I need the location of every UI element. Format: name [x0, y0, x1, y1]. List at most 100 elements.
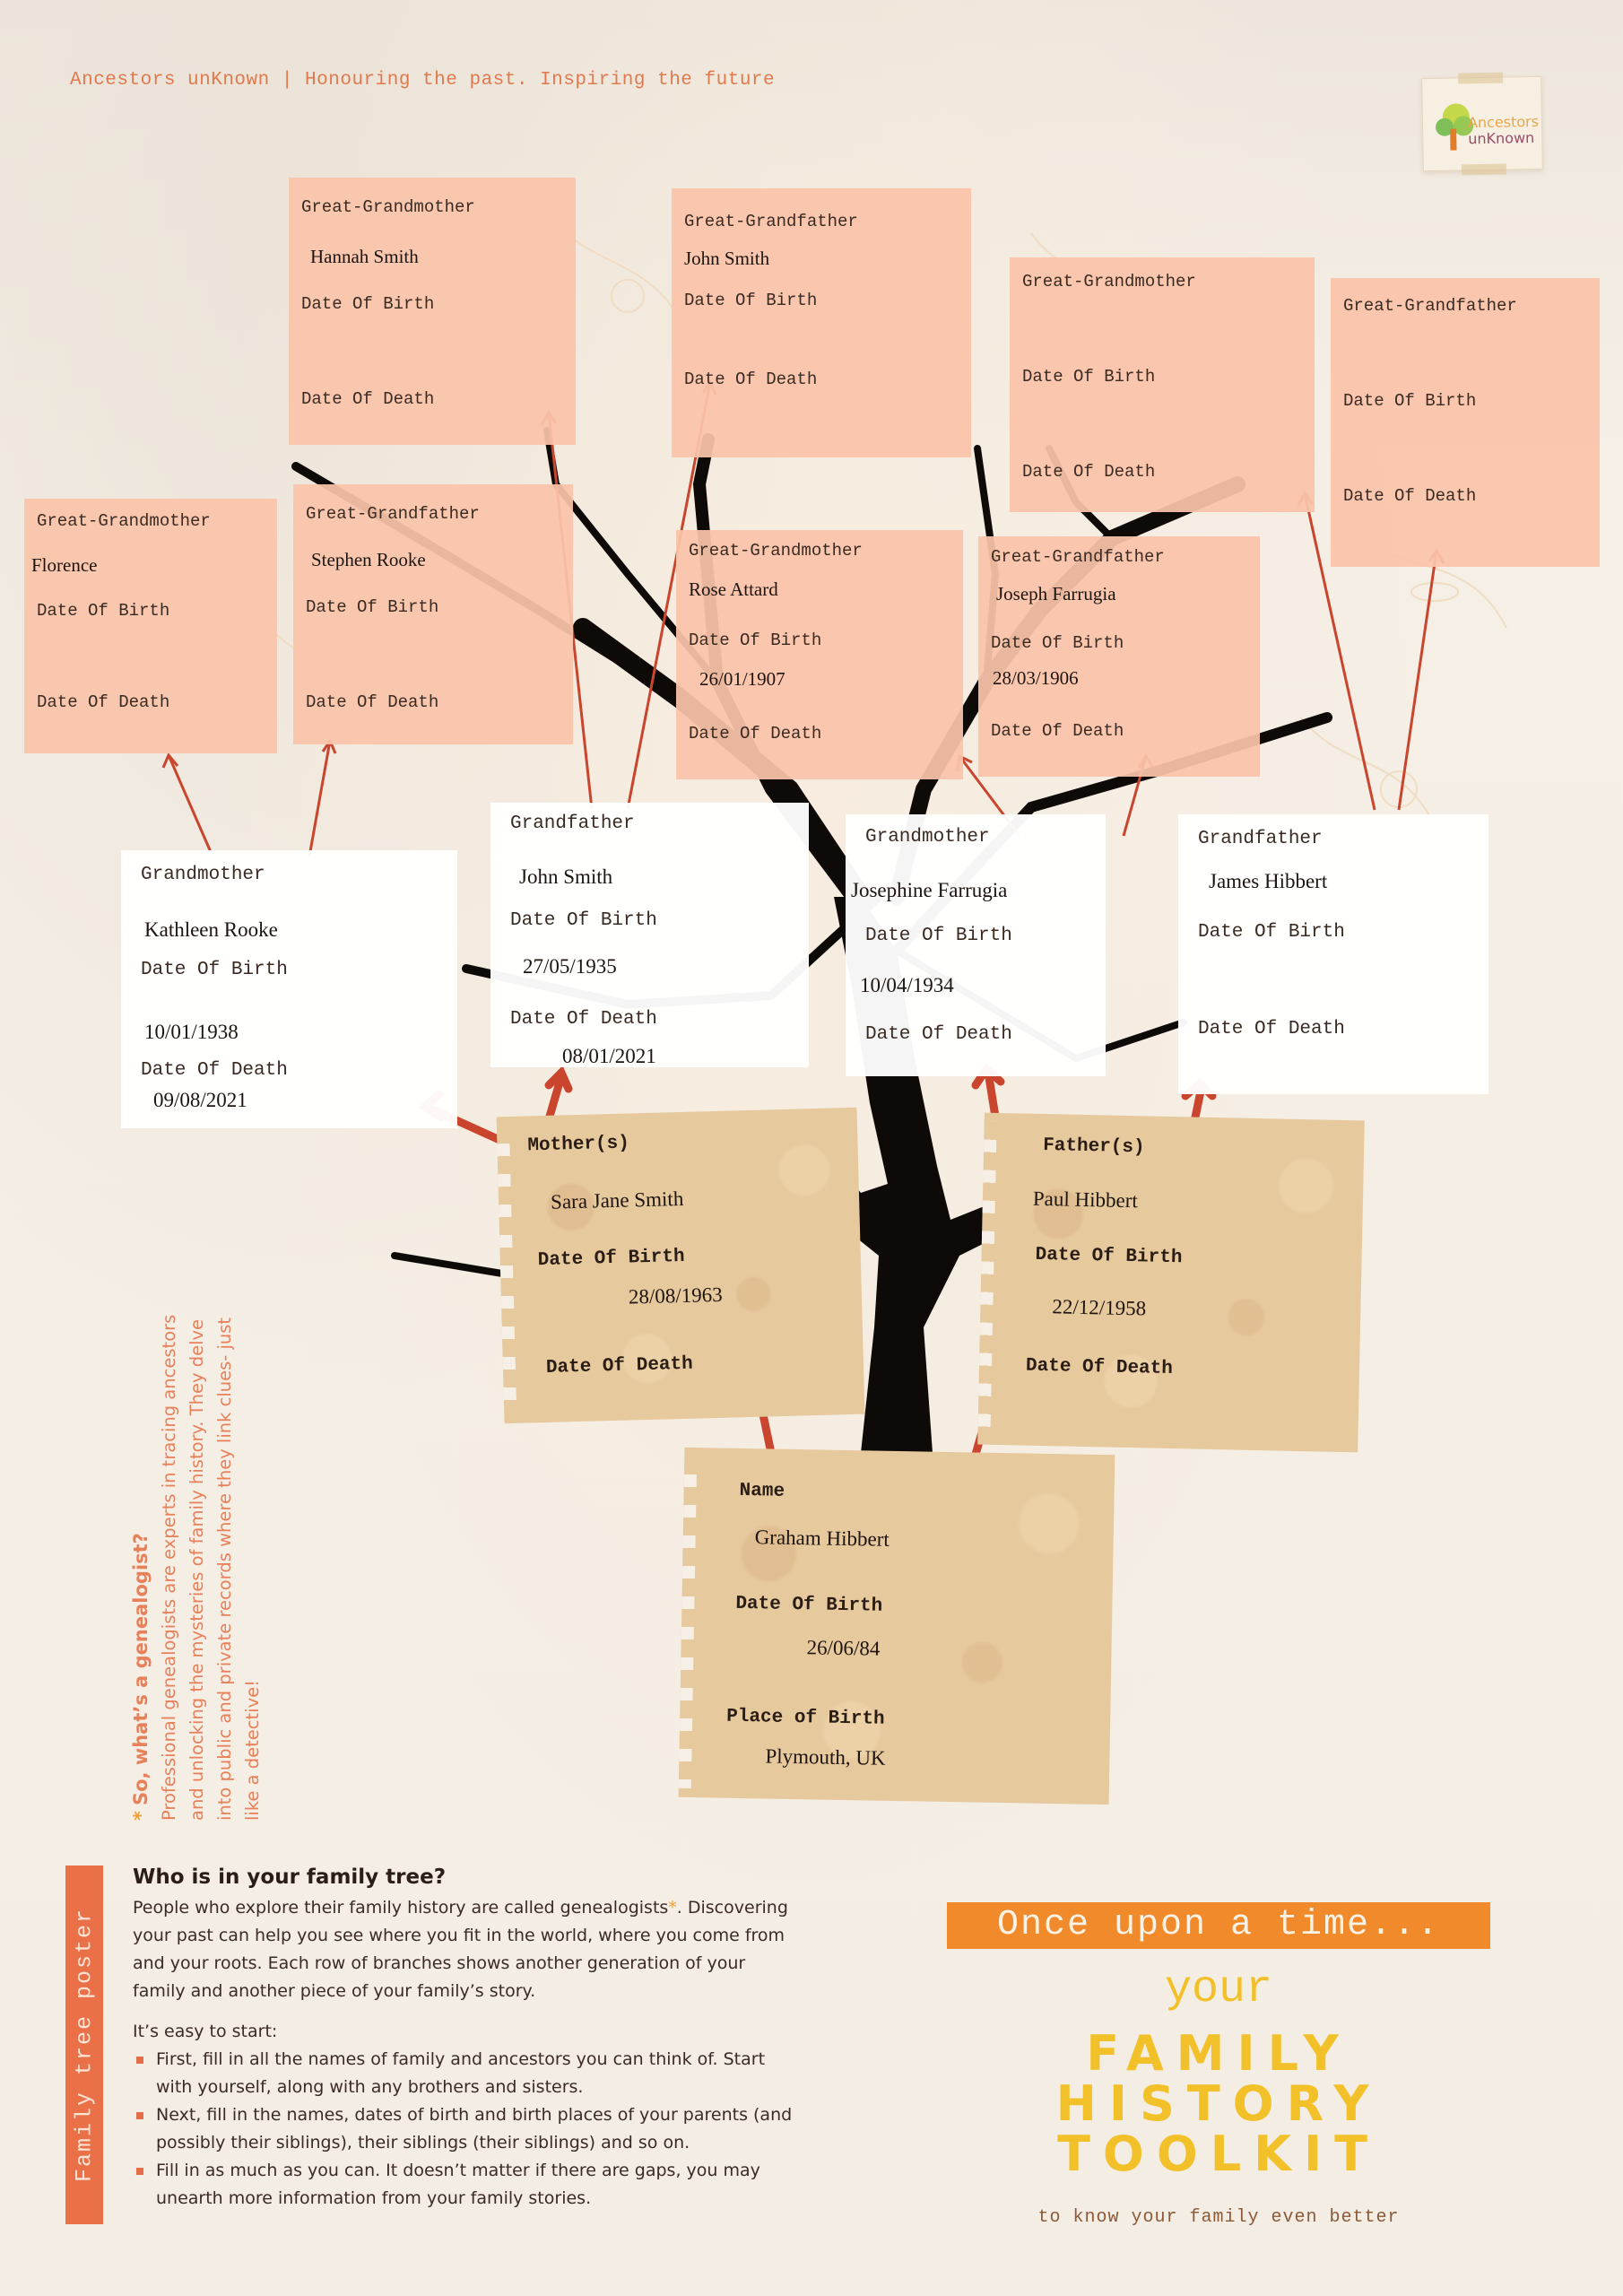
dob-field[interactable]: 10/01/1938: [144, 1021, 239, 1043]
dob-label: Date Of Birth: [1198, 922, 1345, 943]
dob-label: Date Of Birth: [1035, 1244, 1183, 1269]
logo-text-line2: unKnown: [1468, 128, 1535, 148]
great-grandmother-card-3[interactable]: Great-Grandmother Rose Attard Date Of Bi…: [676, 530, 963, 779]
self-card[interactable]: Name Graham Hibbert Date Of Birth 26/06/…: [678, 1447, 1115, 1805]
role-label: Great-Grandmother: [1022, 272, 1196, 291]
grandmother-card-1[interactable]: Grandmother Kathleen Rooke Date Of Birth…: [121, 850, 457, 1128]
grandfather-card-2[interactable]: Grandfather James Hibbert Date Of Birth …: [1178, 814, 1488, 1094]
dob-label: Date Of Birth: [735, 1593, 883, 1617]
dob-field[interactable]: 28/03/1906: [993, 667, 1079, 689]
role-label: Great-Grandfather: [306, 504, 480, 524]
role-label: Grandfather: [510, 813, 635, 834]
dob-label: Date Of Birth: [865, 926, 1012, 946]
great-grandfather-card-2[interactable]: Great-Grandfather John Smith Date Of Bir…: [672, 188, 971, 457]
great-grandfather-card-1[interactable]: Great-Grandfather Stephen Rooke Date Of …: [293, 484, 573, 744]
dob-label: Date Of Birth: [1022, 367, 1156, 387]
genealogist-note-body: Professional genealogists are experts in…: [159, 1314, 263, 1821]
dod-label: Date Of Death: [545, 1353, 694, 1378]
dob-label: Date Of Birth: [141, 960, 288, 980]
name-field[interactable]: Sara Jane Smith: [550, 1187, 684, 1213]
name-field[interactable]: Paul Hibbert: [1032, 1187, 1139, 1213]
role-label: Great-Grandmother: [301, 197, 475, 217]
step-item: Next, fill in the names, dates of birth …: [133, 2101, 796, 2157]
pob-field[interactable]: Plymouth, UK: [765, 1744, 886, 1770]
tape-decoration: [1458, 72, 1504, 84]
great-grandfather-card-4[interactable]: Great-Grandfather Date Of Birth Date Of …: [1331, 278, 1600, 567]
name-field[interactable]: Josephine Farrugia: [851, 879, 1008, 901]
grandmother-card-2[interactable]: Grandmother Josephine Farrugia Date Of B…: [846, 814, 1106, 1076]
role-label: Great-Grandmother: [37, 511, 211, 531]
title-line-toolkit: TOOLKIT: [1057, 2126, 1380, 2182]
name-field[interactable]: Hannah Smith: [310, 246, 419, 267]
dob-field[interactable]: 26/01/1907: [699, 668, 785, 690]
name-field[interactable]: Kathleen Rooke: [144, 918, 278, 941]
dod-label: Date Of Death: [1198, 1019, 1345, 1039]
dob-label: Date Of Birth: [689, 631, 822, 650]
name-field[interactable]: John Smith: [684, 248, 770, 269]
role-label: Great-Grandfather: [684, 212, 858, 231]
steps-list: First, fill in all the names of family a…: [133, 2046, 796, 2213]
role-label: Grandmother: [865, 827, 990, 848]
asterisk-icon: *: [130, 1811, 152, 1821]
dob-field[interactable]: 22/12/1958: [1052, 1295, 1147, 1320]
dod-label: Date Of Death: [510, 1009, 657, 1030]
dod-label: Date Of Death: [301, 389, 435, 409]
dod-field[interactable]: 08/01/2021: [562, 1045, 656, 1067]
name-field[interactable]: Florence: [31, 554, 98, 576]
info-title: Who is in your family tree?: [133, 1866, 447, 1889]
dob-label: Date Of Birth: [991, 633, 1124, 653]
dod-label: Date Of Death: [1022, 462, 1156, 482]
dod-label: Date Of Death: [306, 692, 439, 712]
name-field[interactable]: Rose Attard: [689, 578, 778, 600]
dob-label: Date Of Birth: [510, 910, 657, 931]
great-grandmother-card-4[interactable]: Great-Grandmother Date Of Birth Date Of …: [1010, 257, 1315, 512]
step-item: First, fill in all the names of family a…: [133, 2046, 796, 2101]
name-field[interactable]: Stephen Rooke: [311, 549, 426, 570]
dod-label: Date Of Death: [689, 724, 822, 744]
dob-label: Date Of Birth: [37, 601, 170, 621]
dob-field[interactable]: 28/08/1963: [628, 1283, 723, 1309]
ancestors-unknown-logo[interactable]: Ancestors unKnown: [1421, 72, 1543, 176]
genealogist-note-title: So, what’s a genealogist?: [130, 1533, 152, 1806]
great-grandmother-card-2[interactable]: Great-Grandmother Hannah Smith Date Of B…: [289, 178, 576, 445]
easy-start-label: It’s easy to start:: [133, 2022, 278, 2041]
dod-label: Date Of Death: [865, 1024, 1012, 1045]
grandfather-card-1[interactable]: Grandfather John Smith Date Of Birth 27/…: [490, 803, 809, 1067]
dob-field[interactable]: 27/05/1935: [523, 955, 617, 978]
dob-field[interactable]: 10/04/1934: [860, 974, 954, 996]
dob-label: Date Of Birth: [1343, 391, 1477, 411]
name-field[interactable]: James Hibbert: [1209, 870, 1328, 892]
role-label: Mother(s): [527, 1133, 630, 1157]
logo-tree-trunk-icon: [1450, 128, 1457, 151]
pob-label: Place of Birth: [726, 1706, 885, 1730]
dod-label: Date Of Death: [1025, 1355, 1174, 1380]
name-field[interactable]: Joseph Farrugia: [996, 583, 1116, 604]
mother-card[interactable]: Mother(s) Sara Jane Smith Date Of Birth …: [496, 1107, 865, 1424]
role-label: Great-Grandfather: [991, 547, 1165, 567]
family-tree-poster-banner: Family tree poster: [65, 1866, 103, 2224]
dob-label: Date Of Birth: [684, 291, 818, 310]
name-label: Name: [739, 1480, 785, 1502]
tagline: Ancestors unKnown | Honouring the past. …: [70, 70, 776, 91]
title-line-history: HISTORY: [1055, 2075, 1382, 2132]
dod-label: Date Of Death: [1343, 486, 1477, 506]
dod-label: Date Of Death: [141, 1060, 288, 1081]
dod-label: Date Of Death: [37, 692, 170, 712]
dob-label: Date Of Birth: [301, 294, 435, 314]
dod-label: Date Of Death: [684, 370, 818, 389]
great-grandmother-card-1[interactable]: Great-Grandmother Florence Date Of Birth…: [24, 499, 277, 753]
role-label: Grandfather: [1198, 829, 1323, 849]
role-label: Father(s): [1042, 1135, 1145, 1159]
dod-field[interactable]: 09/08/2021: [153, 1089, 247, 1111]
father-card[interactable]: Father(s) Paul Hibbert Date Of Birth 22/…: [977, 1112, 1365, 1453]
asterisk-icon: *: [668, 1898, 677, 1918]
role-label: Great-Grandmother: [689, 541, 863, 561]
name-field[interactable]: Graham Hibbert: [754, 1526, 890, 1551]
banner-text: Family tree poster: [71, 1907, 98, 2183]
great-grandfather-card-3[interactable]: Great-Grandfather Joseph Farrugia Date O…: [978, 536, 1260, 777]
title-line-family: FAMILY: [1086, 2025, 1351, 2082]
role-label: Grandmother: [141, 865, 265, 885]
dob-field[interactable]: 26/06/84: [806, 1636, 881, 1660]
info-section: Who is in your family tree? People who e…: [133, 1866, 796, 2213]
name-field[interactable]: John Smith: [519, 865, 613, 888]
